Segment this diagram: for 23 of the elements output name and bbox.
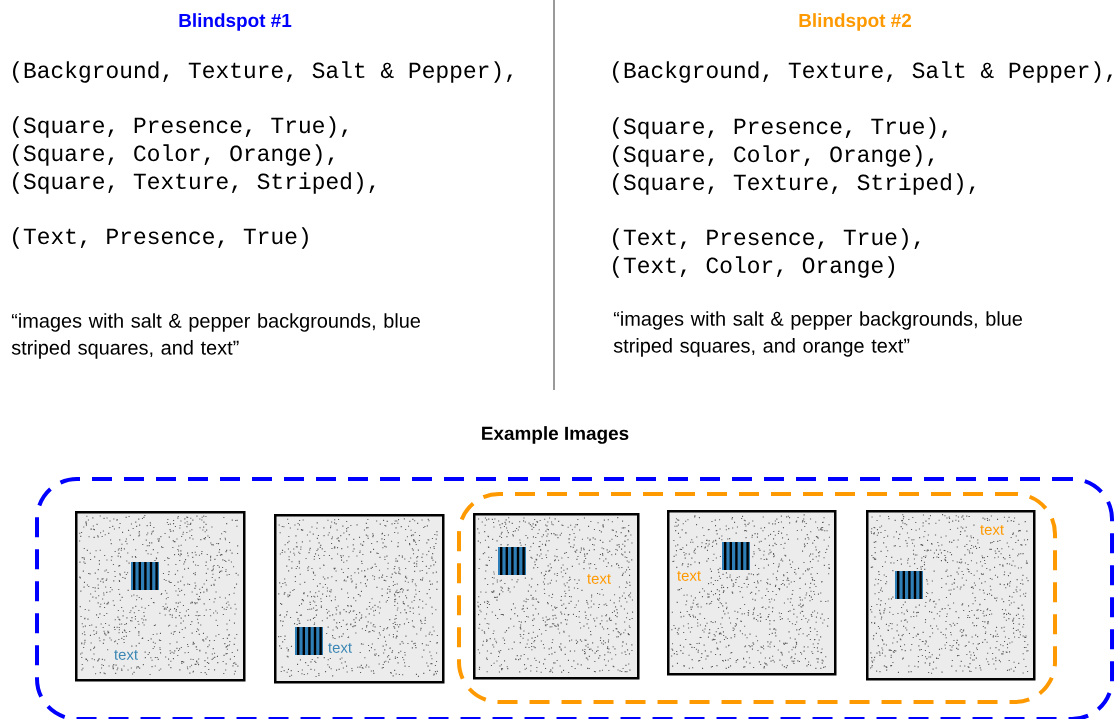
code-line: (Square, Texture, Striped), [13,172,375,194]
heading: Example Images [482,426,629,444]
image-text: text [677,571,701,581]
code-line: (Square, Presence, True), [13,116,347,138]
dashed-group-box [457,492,1057,704]
code-line: (Square, Presence, True), [613,117,947,139]
image-text: text [328,643,352,653]
code-line: (Background, Texture, Salt & Pepper), [613,61,1112,83]
image-text: text [114,650,138,660]
code-line: (Text, Presence, True), [613,228,920,250]
code-line: (Text, Presence, True) [13,227,308,249]
image-text: text [980,525,1004,535]
code-line: (Square, Color, Orange), [13,144,334,166]
heading: Blindspot #2 [799,13,912,31]
code-line: (Background, Texture, Salt & Pepper), [13,61,512,83]
code-line: (Text, Color, Orange) [613,256,895,278]
description-text: “images with salt & pepper backgrounds, blue striped squares, and text” [11,313,420,359]
dashed-group-box [35,477,1114,719]
code-line: (Square, Texture, Striped), [613,173,975,195]
code-line: (Square, Color, Orange), [613,145,934,167]
image-text: text [587,574,611,584]
heading: Blindspot #1 [179,13,292,31]
description-text: “images with salt & pepper backgrounds, blue striped squares, and orange text” [613,311,1022,357]
